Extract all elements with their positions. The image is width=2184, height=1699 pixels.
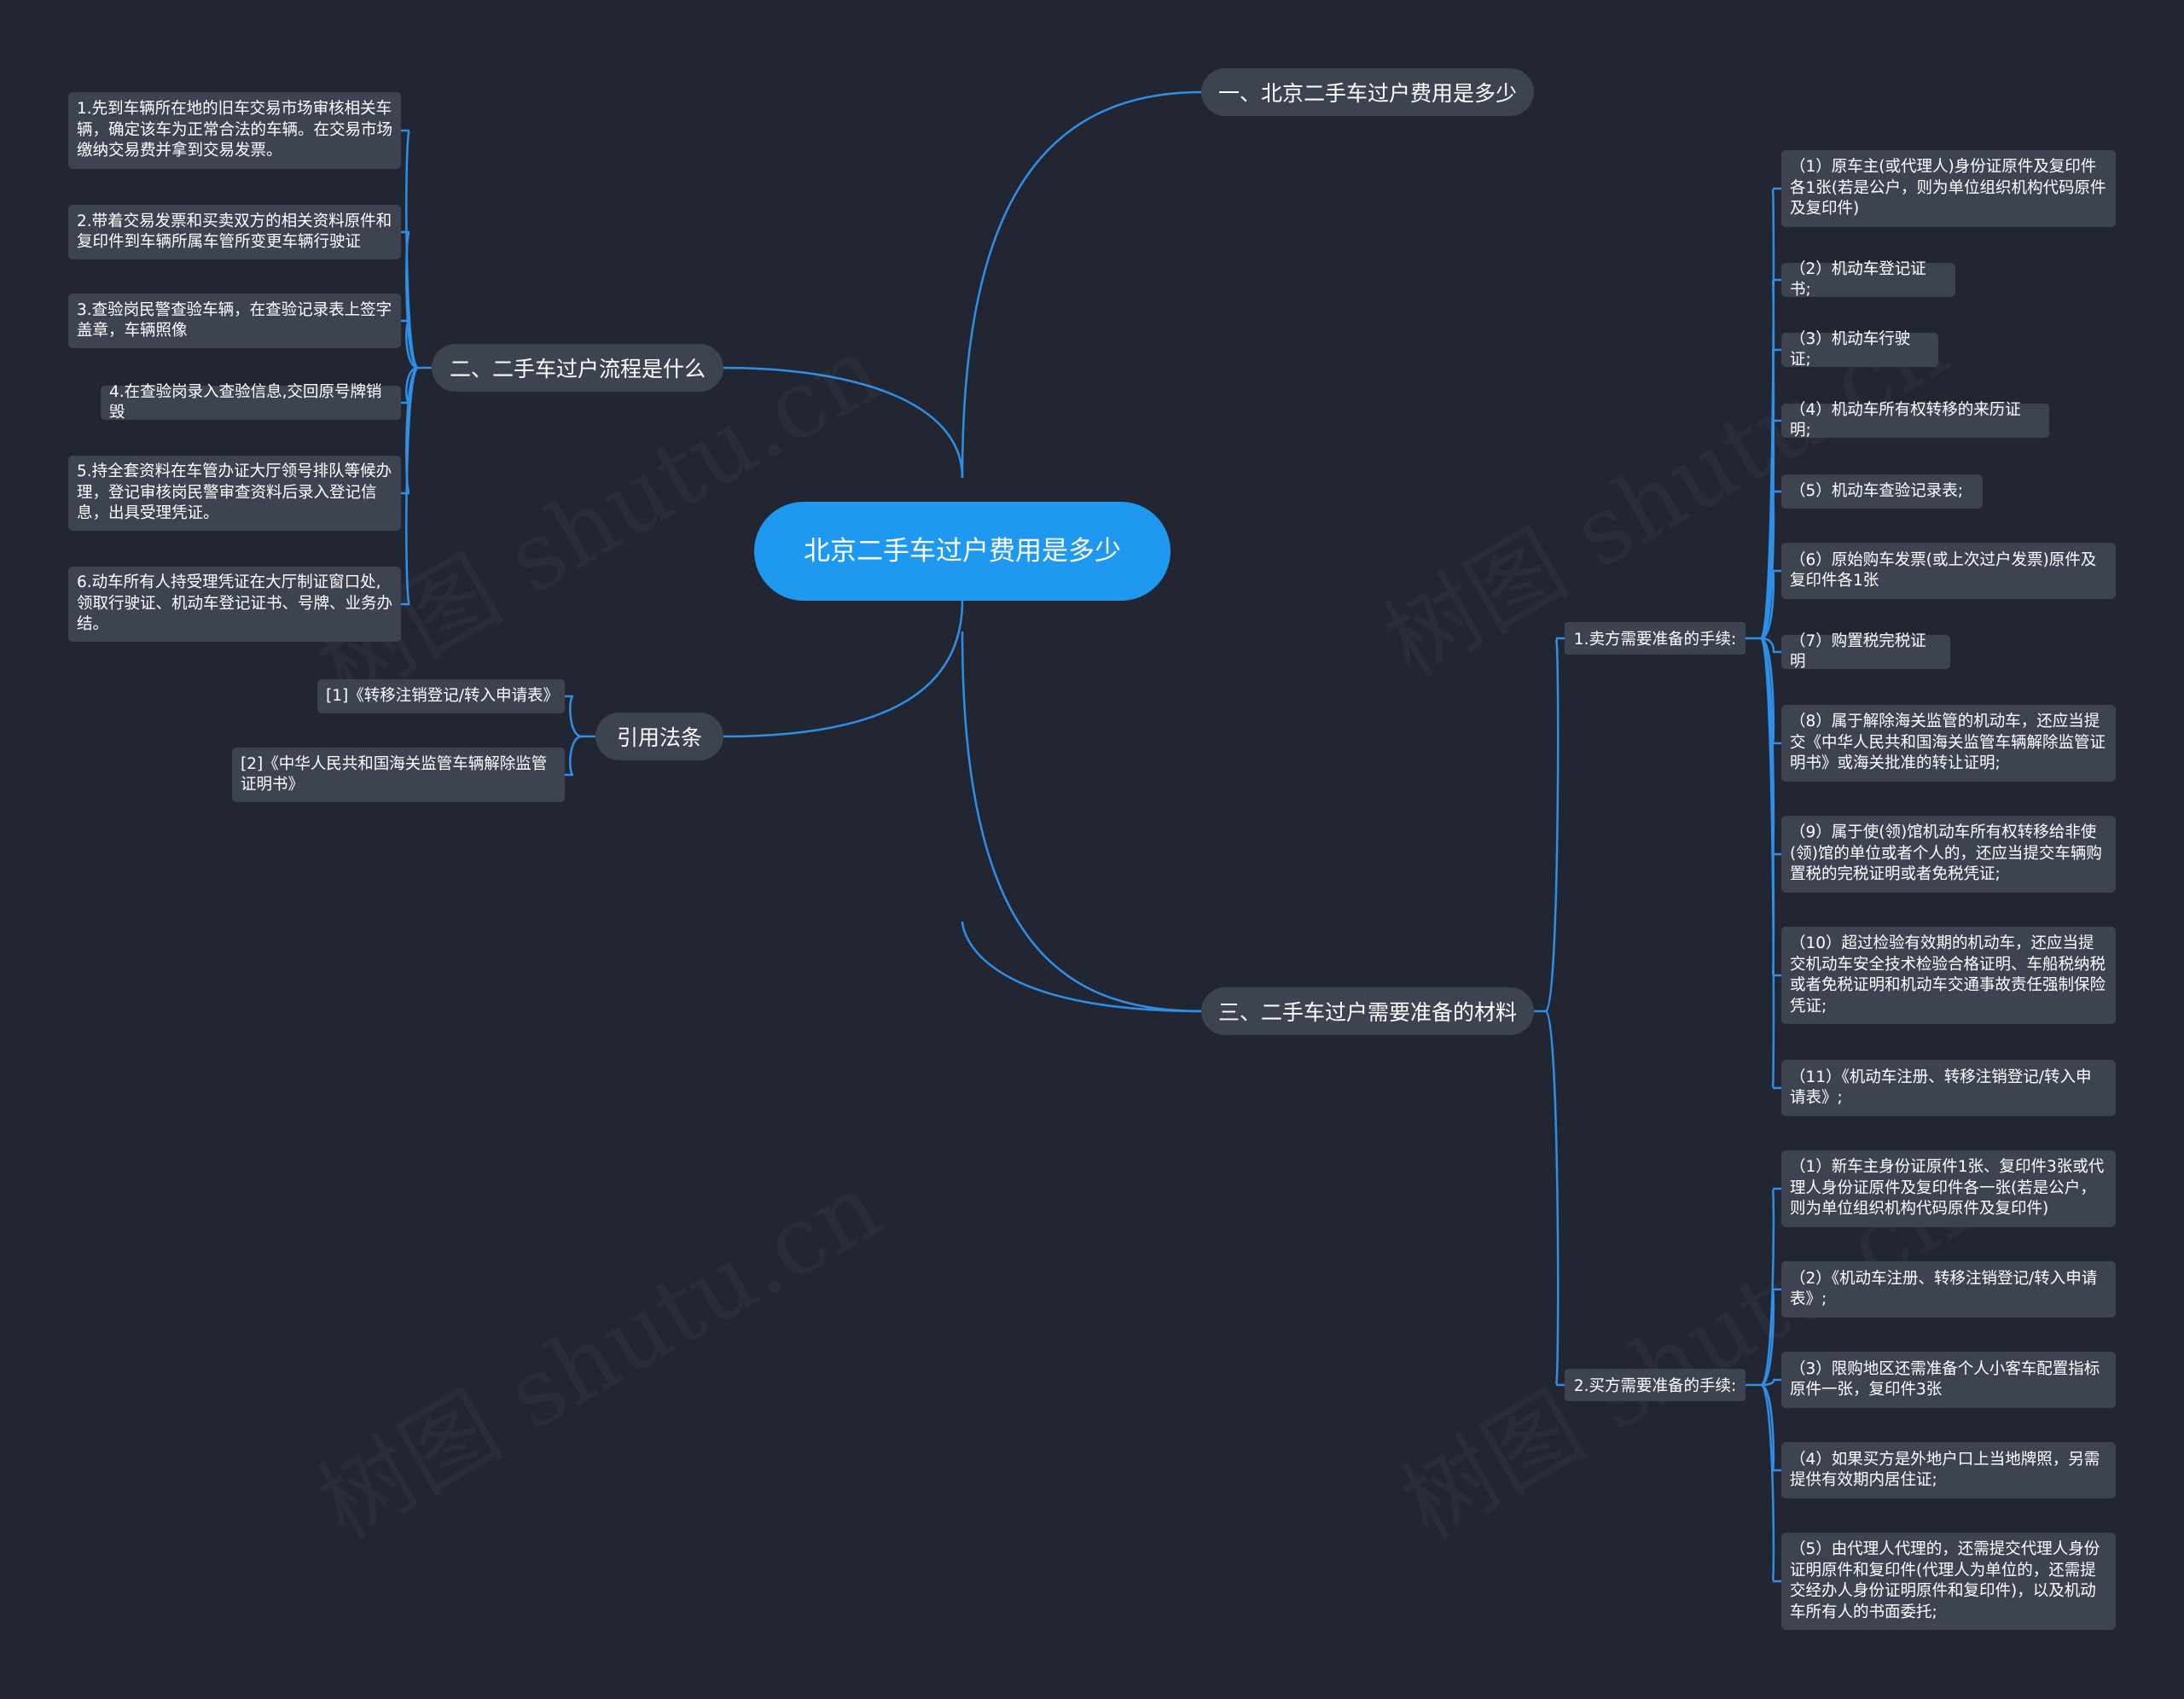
- buyer-item-4[interactable]: （4）如果买方是外地户口上当地牌照，另需提供有效期内居住证;: [1781, 1442, 2116, 1498]
- root-title: 北京二手车过户费用是多少: [804, 536, 1121, 567]
- link-root-b1: [961, 90, 1202, 479]
- branch-materials[interactable]: 三、二手车过户需要准备的材料: [1201, 987, 1534, 1035]
- buyer-item-5[interactable]: （5）由代理人代理的，还需提交代理人身份证明原件和复印件(代理人为单位的，还需提…: [1781, 1533, 2116, 1630]
- branch-process[interactable]: 二、二手车过户流程是什么: [432, 344, 723, 392]
- link-root-b2: [723, 366, 964, 479]
- seller-item-10[interactable]: （10）超过检验有效期的机动车，还应当提交机动车安全技术检验合格证明、车船税纳税…: [1781, 927, 2116, 1024]
- link-b2-0: [401, 129, 420, 369]
- link-seller-10: [1759, 637, 1781, 1090]
- buyer-item-2[interactable]: （2）《机动车注册、转移注销登记/转入申请表》;: [1781, 1261, 2116, 1318]
- seller-item-6[interactable]: （6）原始购车发票(或上次过户发票)原件及复印件各1张: [1781, 543, 2116, 599]
- link-root-b4-curve: [961, 631, 1202, 1013]
- link-buyer-2: [1760, 1378, 1781, 1387]
- root-node[interactable]: 北京二手车过户费用是多少: [754, 502, 1170, 601]
- seller-item-2[interactable]: （2）机动车登记证书;: [1781, 260, 1955, 299]
- process-step-4[interactable]: 4.在查验岗录入查验信息,交回原号牌销毁: [101, 383, 401, 422]
- branch-materials-label: 三、二手车过户需要准备的材料: [1218, 1000, 1518, 1025]
- process-step-5[interactable]: 5.持全套资料在车管办证大厅领号排队等候办理，登记审核岗民警审查资料后录入登记信…: [68, 456, 401, 531]
- link-buyer-1: [1760, 1288, 1781, 1387]
- seller-item-5[interactable]: （5）机动车查验记录表;: [1781, 474, 1983, 509]
- link-b2-4: [401, 366, 419, 495]
- link-root-b3: [723, 600, 964, 738]
- seller-item-4[interactable]: （4）机动车所有权转移的来历证明;: [1781, 401, 2049, 439]
- process-step-1[interactable]: 1.先到车辆所在地的旧车交易市场审核相关车辆，确定该车为正常合法的车辆。在交易市…: [68, 92, 401, 169]
- branch-fee-label: 一、北京二手车过户费用是多少: [1218, 81, 1518, 106]
- seller-item-7[interactable]: （7）购置税完税证明: [1781, 632, 1950, 671]
- seller-item-9[interactable]: （9）属于使(领)馆机动车所有权转移给非使(领)馆的单位或者个人的，还应当提交车…: [1781, 816, 2116, 893]
- seller-item-8[interactable]: （8）属于解除海关监管的机动车，还应当提交《中华人民共和国海关监管车辆解除监管证…: [1781, 705, 2116, 782]
- link-seller-4: [1759, 490, 1781, 640]
- link-b2-1: [401, 230, 419, 369]
- buyer-group[interactable]: 2.买方需要准备的手续:: [1565, 1369, 1745, 1401]
- seller-group[interactable]: 1.卖方需要准备的手续:: [1565, 622, 1745, 655]
- seller-item-11[interactable]: （11）《机动车注册、转移注销登记/转入申请表》;: [1781, 1060, 2116, 1116]
- process-step-6[interactable]: 6.动车所有人持受理凭证在大厅制证窗口处,领取行驶证、机动车登记证书、号牌、业务…: [68, 567, 401, 642]
- link-b2-2: [401, 319, 419, 369]
- link-seller-5: [1760, 569, 1781, 640]
- link-buyer-4: [1759, 1383, 1781, 1583]
- branch-citations-label: 引用法条: [616, 725, 702, 750]
- link-seller-6: [1760, 637, 1781, 654]
- link-b2-5: [401, 366, 420, 606]
- branch-process-label: 二、二手车过户流程是什么: [450, 357, 706, 381]
- buyer-item-3[interactable]: （3）限购地区还需准备个人小客车配置指标原件一张，复印件3张: [1781, 1352, 2116, 1408]
- link-b3-1: [565, 735, 583, 777]
- link-buyer-0: [1759, 1187, 1781, 1387]
- seller-item-3[interactable]: （3）机动车行驶证;: [1781, 330, 1938, 369]
- link-b4-1: [1544, 1010, 1565, 1387]
- link-b3-0: [565, 695, 583, 738]
- buyer-item-1[interactable]: （1）新车主身份证原件1张、复印件3张或代理人身份证原件及复印件各一张(若是公户…: [1781, 1150, 2116, 1227]
- citation-2[interactable]: [2]《中华人民共和国海关监管车辆解除监管证明书》: [232, 748, 565, 802]
- branch-citations[interactable]: 引用法条: [595, 713, 723, 760]
- link-root-b4: [961, 921, 1202, 1013]
- seller-item-1[interactable]: （1）原车主(或代理人)身份证原件及复印件各1张(若是公户，则为单位组织机构代码…: [1781, 150, 2116, 227]
- process-step-2[interactable]: 2.带着交易发票和买卖双方的相关资料原件和复印件到车辆所属车管所变更车辆行驶证: [68, 205, 401, 259]
- link-b4-0: [1544, 637, 1565, 1013]
- citation-1[interactable]: [1]《转移注销登记/转入申请表》: [317, 679, 565, 713]
- process-step-3[interactable]: 3.查验岗民警查验车辆，在查验记录表上签字盖章，车辆照像: [68, 294, 401, 348]
- branch-fee[interactable]: 一、北京二手车过户费用是多少: [1201, 68, 1534, 116]
